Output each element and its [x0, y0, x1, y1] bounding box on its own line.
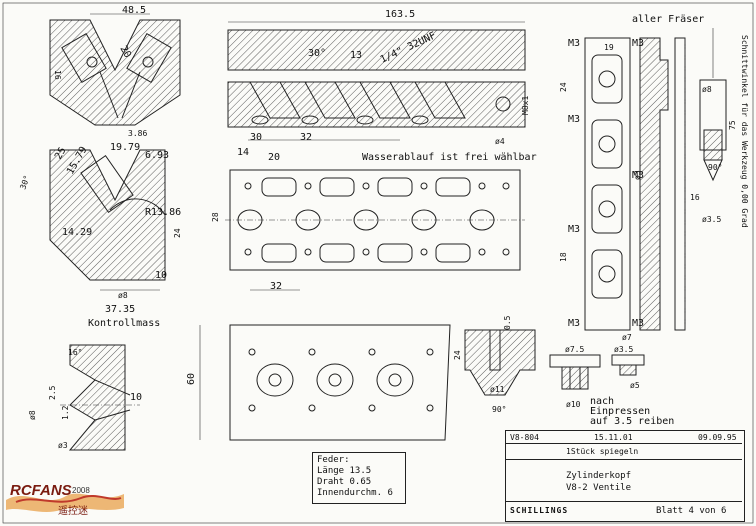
dim-19-79: 19.79	[110, 142, 140, 153]
note-schnittwinkel: Schnittwinkel für das Werkzeug 0,00 Grad	[740, 35, 749, 228]
angle-section-view	[49, 149, 166, 291]
m3-label-1: M3	[568, 38, 580, 49]
date-2: 09.09.95	[698, 433, 737, 442]
note-einpressen: Einpressen	[590, 406, 650, 417]
dim-30deg: 30°	[308, 48, 326, 59]
dim-75: 75	[728, 120, 737, 130]
rcfans-watermark-logo: RCFANS 2008 遥控迷	[6, 478, 126, 518]
dim-20: 20	[117, 44, 133, 60]
dim-90deg: 90°	[492, 405, 506, 414]
flame-icon	[6, 493, 124, 512]
dim-18: 18	[559, 252, 568, 262]
dim-24b: 24	[453, 350, 462, 360]
dim-d3-5: ø3.5	[614, 345, 633, 354]
dim-25: 25	[53, 146, 69, 162]
v-section-view	[49, 13, 181, 126]
dim-m8: M8x1	[521, 96, 530, 115]
watermark-sub: 遥控迷	[58, 506, 88, 517]
dim-d8-cutter: ø8	[702, 85, 712, 94]
dim-14: 14	[237, 147, 249, 158]
m3-label-6: M3	[632, 170, 644, 181]
spring-inner-diameter: Innendurchm. 6	[317, 488, 393, 498]
dim-16: 16	[53, 70, 62, 80]
dim-28: 28	[211, 212, 220, 222]
watermark-brand: RCFANS	[10, 482, 72, 499]
dim-10: 10	[155, 270, 167, 281]
valve-seat-detail	[464, 329, 536, 396]
dim-163-5: 163.5	[385, 9, 415, 20]
dim-48-5: 48.5	[122, 5, 146, 16]
dim-30: 30	[250, 132, 262, 143]
dim-d3: ø3	[633, 170, 642, 180]
dim-19: 19	[604, 43, 614, 52]
note-kontrollmass: Kontrollmass	[88, 318, 160, 329]
note-reiben: auf 3.5 reiben	[590, 416, 674, 427]
dim-d8: ø8	[118, 291, 128, 300]
date-1: 15.11.01	[594, 433, 633, 442]
dim-r13-86: R13.86	[145, 207, 181, 218]
dim-3-86: 3.86	[128, 129, 147, 138]
dim-32b: 32	[270, 281, 282, 292]
m3-label-4: M3	[568, 318, 580, 329]
note-nach: nach	[590, 396, 614, 407]
part-variant: V8-2 Ventile	[566, 483, 632, 493]
dim-13: 13	[350, 50, 362, 61]
dim-14-29: 14.29	[62, 227, 92, 238]
dim-d11: ø11	[490, 385, 505, 394]
dim-d10b: ø10	[566, 400, 581, 409]
note-aller-fraser: aller Fräser	[632, 14, 704, 25]
side-plate-view	[584, 37, 686, 331]
dim-0-5: 0.5	[503, 315, 512, 330]
watermark-year: 2008	[72, 486, 90, 495]
spring-length: Länge 13.5	[317, 466, 372, 476]
dim-d7-5: ø7.5	[565, 345, 584, 354]
m3-label-3: M3	[568, 224, 580, 235]
title-divider	[506, 459, 742, 460]
note-wasserablauf: Wasserablauf ist frei wählbar	[362, 152, 537, 163]
dim-d3-5-cutter: ø3.5	[702, 215, 721, 224]
sheet-number: Blatt 4 von 6	[656, 506, 727, 516]
dim-30deg-b: 30°	[18, 174, 31, 191]
footer-divider	[506, 501, 742, 502]
dim-d8b: ø8	[28, 410, 37, 420]
dim-24: 24	[173, 228, 182, 238]
dim-16deg: 16°	[68, 348, 82, 357]
dim-60: 60	[186, 373, 197, 385]
m3-label-5: M3	[632, 38, 644, 49]
dim-20b: 20	[268, 152, 280, 163]
dim-1-2: 1.2	[61, 405, 70, 420]
dim-d7: ø7	[622, 333, 632, 342]
title-block-header-row	[506, 431, 742, 444]
bottom-view	[199, 324, 451, 441]
dim-90deg-cutter: 90°	[708, 163, 722, 172]
side-section-view	[227, 21, 526, 141]
dim-10b: 10	[130, 392, 142, 403]
spring-note-box: Feder: Länge 13.5 Draht 0.65 Innendurchm…	[312, 452, 406, 504]
spring-wire: Draht 0.65	[317, 477, 372, 487]
dim-32: 32	[300, 132, 312, 143]
dim-16-cutter: 16	[690, 193, 700, 202]
guide-detail	[549, 354, 645, 390]
m3-label-7: M3	[632, 318, 644, 329]
detail-section-view	[60, 344, 140, 451]
dim-24c: 24	[559, 82, 568, 92]
mirror-note: 1Stück spiegeln	[566, 447, 639, 456]
dim-37-35: 37.35	[105, 304, 135, 315]
dim-d4: ø4	[495, 137, 505, 146]
title-block: V8-804 15.11.01 09.09.95 1Stück spiegeln…	[505, 430, 745, 522]
part-title: Zylinderkopf	[566, 471, 632, 481]
m3-label-2: M3	[568, 114, 580, 125]
dim-d5: ø5	[630, 381, 640, 390]
cutter-tool-view	[699, 28, 727, 182]
plan-view	[225, 169, 525, 291]
company-name: SCHILLINGS	[510, 506, 569, 515]
dim-6-93: 6.93	[145, 150, 169, 161]
drawing-number: V8-804	[510, 433, 539, 442]
dim-2-5: 2.5	[48, 385, 57, 400]
dim-d3b: ø3	[58, 441, 68, 450]
spring-heading: Feder:	[317, 455, 350, 465]
